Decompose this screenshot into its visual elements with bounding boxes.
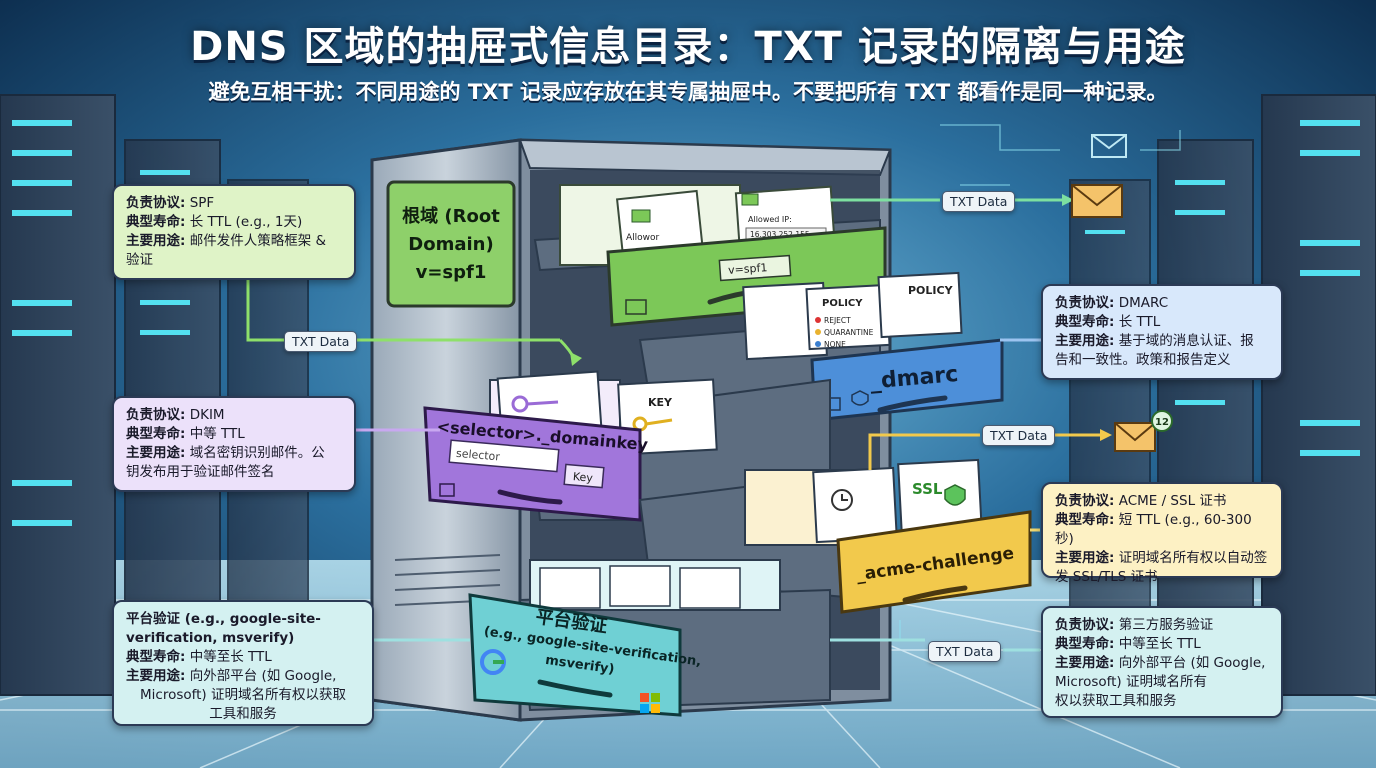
label: 负责协议: [1055,493,1115,509]
dkim-key-button: Key [572,470,593,485]
label: 负责协议: [126,195,186,211]
label: 主要用途: [1055,655,1115,671]
drawer-platform: 平台验证 (e.g., google-site-verification, ms… [468,559,831,717]
platform-drawer-front [468,593,682,717]
google-icon [480,649,506,675]
dkim-selector-field: selector [455,447,500,464]
info-card-dmarc: 负责协议: DMARC 典型寿命: 长 TTL 主要用途: 基于域的消息认证、报… [1041,284,1283,380]
spf-doc1-text: Allowor [626,233,660,243]
root-domain-line1: 根域 (Root [402,205,500,227]
acme-drawer-front [836,510,1032,614]
connectors [246,198,1105,652]
label: 典型寿命: [1055,512,1115,528]
value: verification, msverify) [126,630,295,646]
count-badge-text: 12 [1155,417,1169,428]
clock-icon [831,489,853,511]
value: 长 TTL (e.g., 1天) [189,214,303,230]
value: DKIM [189,407,225,423]
label: 典型寿命: [126,426,186,442]
label: 典型寿命: [1055,314,1115,330]
spf-doc2-label: Allowed IP: [748,215,792,224]
page-subtitle: 避免互相干扰：不同用途的 TXT 记录应存放在其专属抽屉中。不要把所有 TXT … [208,80,1168,104]
envelope-icon [1071,184,1123,218]
value: 中等至长 TTL [189,649,272,665]
value: 钥发布用于验证邮件签名 [126,464,275,480]
value: ACME / SSL 证书 [1118,493,1227,509]
spf-drawer-tag: v=spf1 [728,261,768,277]
txt-data-tag-acme: TXT Data [982,425,1056,446]
label: 负责协议: [1055,295,1115,311]
envelope-acme-icon [1114,422,1156,452]
microsoft-icon [640,693,660,713]
label: 主要用途: [126,668,186,684]
value: 工具和服务 [209,706,277,722]
info-card-acme: 负责协议: ACME / SSL 证书 典型寿命: 短 TTL (e.g., 6… [1041,482,1283,585]
txt-data-tag-spf: TXT Data [284,331,358,352]
dmarc-doc1-title: POLICY [822,298,863,309]
label: 主要用途: [126,233,186,249]
dmarc-doc2-title: POLICY [908,284,954,297]
value: Microsoft) 证明域名所有权以获取 [140,687,346,703]
drawer-spf: Allowor Allowed IP: 16.303.252.155 v=spf… [533,184,887,327]
label: 主要用途: [1055,550,1115,566]
label: 主要用途: [1055,333,1115,349]
value: 中等至长 TTL [1118,636,1201,652]
envelope-outline-icon [1091,134,1127,158]
value: 域名密钥识别邮件。公 [189,445,325,461]
count-badge [1151,410,1173,432]
value: 验证 [126,252,153,268]
value: 权以获取工具和服务 [1055,693,1177,709]
value: 平台验证 (e.g., google-site- [126,611,321,627]
label: 负责协议: [126,407,186,423]
value: SPF [189,195,215,211]
value: 发 SSL/TLS 证书 [1055,569,1158,585]
arrowheads [570,194,1112,441]
info-card-platform: 平台验证 (e.g., google-site- verification, m… [112,600,374,726]
value: 基于域的消息认证、报 [1118,333,1254,349]
value: 邮件发件人策略框架 & [189,233,327,249]
value: DMARC [1118,295,1169,311]
value: 中等 TTL [189,426,245,442]
value: 告和一致性。政策和报告定义 [1055,352,1231,368]
value: 短 TTL (e.g., 60-300秒) [1055,512,1252,547]
value: 长 TTL [1118,314,1161,330]
label: 典型寿命: [126,214,186,230]
value: Microsoft) 证明域名所有 [1055,674,1207,690]
value: 第三方服务验证 [1118,617,1214,633]
dmarc-opt-quarantine: QUARANTINE [824,328,874,337]
label: 主要用途: [126,445,186,461]
label: 负责协议: [1055,617,1115,633]
root-domain-line2: Domain) [408,234,493,255]
root-domain-line3: v=spf1 [416,262,487,283]
value: 向外部平台 (如 Google, [189,668,337,684]
info-card-third-party: 负责协议: 第三方服务验证 典型寿命: 中等至长 TTL 主要用途: 向外部平台… [1041,606,1283,718]
info-card-dkim: 负责协议: DKIM 典型寿命: 中等 TTL 主要用途: 域名密钥识别邮件。公… [112,396,356,492]
mail-icon [625,299,647,315]
value: 向外部平台 (如 Google, [1118,655,1266,671]
root-domain-panel [386,180,516,308]
dkim-drawer-handle [497,489,563,505]
lock-icon [439,483,455,497]
platform-drawer-handle [537,679,613,698]
shield-icon [851,390,869,406]
label: 典型寿命: [1055,636,1115,652]
value: 证明域名所有权以自动签 [1118,550,1268,566]
dmarc-opt-reject: REJECT [824,316,851,325]
txt-data-tag-platform: TXT Data [928,641,1002,662]
acme-drawer-handle [902,585,968,603]
shield-icon [944,484,966,506]
txt-data-tag-mail: TXT Data [942,191,1016,212]
dmarc-opt-none: NONE [824,340,846,349]
acme-doc-title: SSL [912,480,943,498]
page-title: DNS 区域的抽屉式信息目录：TXT 记录的隔离与用途 [190,24,1186,70]
dkim-doc-title: KEY [648,396,673,409]
spf-doc2-ip: 16.303.252.155 [750,230,810,239]
dmarc-drawer-handle [877,395,948,413]
info-card-spf: 负责协议: SPF 典型寿命: 长 TTL (e.g., 1天) 主要用途: 邮… [112,184,356,280]
label: 典型寿命: [126,649,186,665]
